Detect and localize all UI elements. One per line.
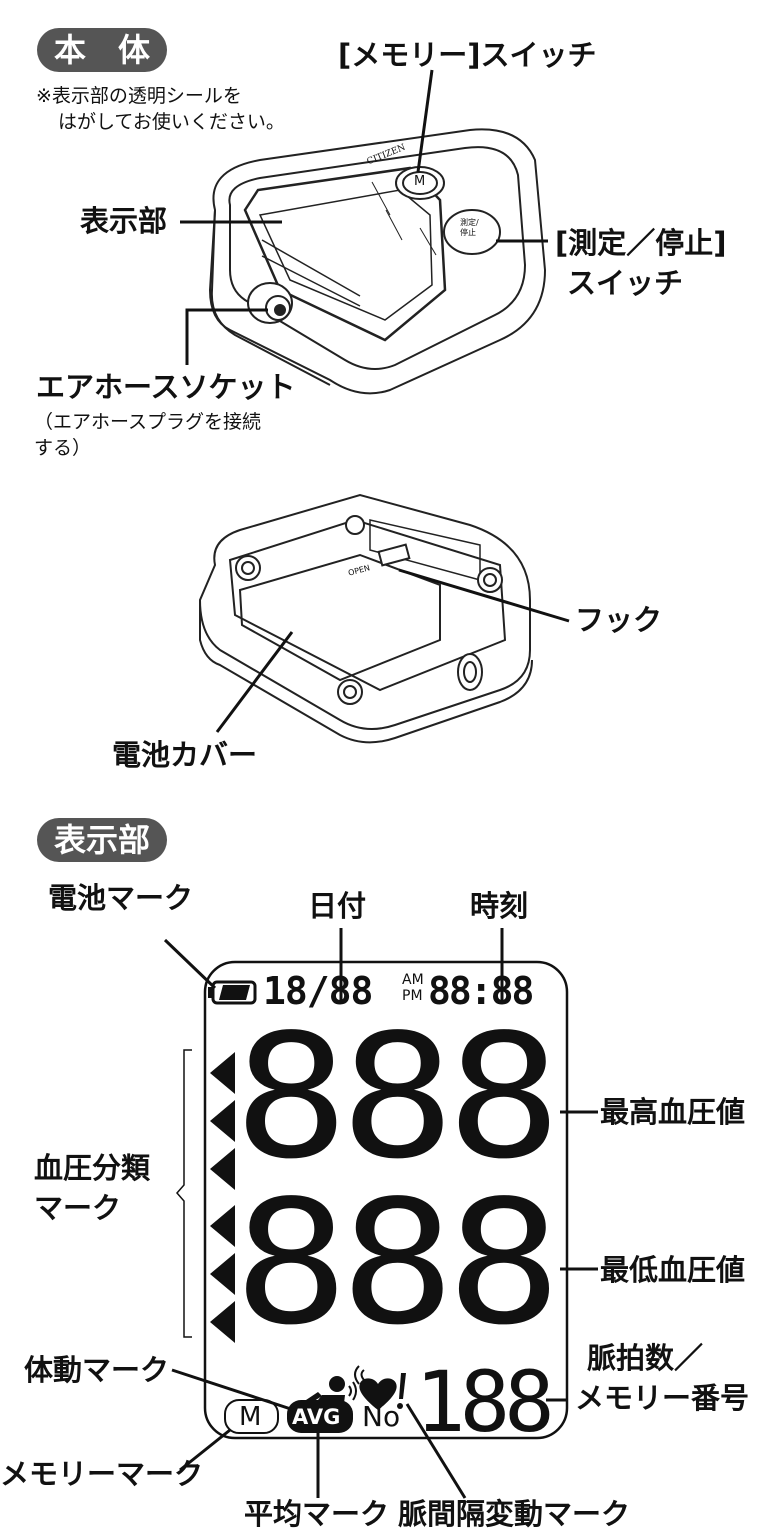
seal-note-line1: ※表示部の透明シールを [36,85,242,107]
lcd-diastolic: 888 [234,1163,561,1363]
seal-note-line2: はがしてお使いください。 [58,111,285,133]
body-section-title: 本 体 [37,28,167,72]
lcd-time: 88:88 [428,969,534,1013]
lcd-am: AM [402,972,424,988]
systolic-label: 最高血圧値 [600,1095,746,1129]
measure-switch-label-line2: スイッチ [567,266,684,300]
irregular-mark-label: 脈間隔変動マーク [398,1497,631,1531]
date-label: 日付 [308,889,367,923]
hose-note-line2: する） [34,437,92,459]
avg-badge-frame [287,1400,353,1433]
memory-badge-frame [224,1399,279,1434]
lcd-no: No [362,1400,401,1433]
battery-icon [208,980,257,1005]
device-start-key: 測定/停止 [460,218,479,237]
pulse-label-line2: メモリー番号 [575,1381,750,1415]
monitor-bottom-view [198,493,533,744]
classification-brace [176,1049,192,1338]
lcd-avg-badge: AVG [292,1405,341,1429]
lcd-date: 18/88 [263,969,373,1013]
display-part-label: 表示部 [80,204,168,238]
hose-note-line1: （エアホースプラグを接続 [34,411,262,433]
pulse-label-line1: 脈拍数／ [587,1341,704,1375]
air-hose-socket-label: エアホースソケット [36,370,296,404]
lcd-systolic: 888 [234,997,561,1197]
device-memory-key: M [414,174,426,189]
lcd-pulse: 188 [415,1353,555,1451]
battery-mark-label: 電池マーク [48,881,194,915]
diastolic-label: 最低血圧値 [600,1253,746,1287]
time-label: 時刻 [470,889,529,923]
battery-cover-label: 電池カバー [112,738,258,772]
classification-label-line1: 血圧分類 [34,1151,151,1185]
callout-lines [180,69,570,733]
classification-marks [210,1052,235,1343]
lcd-callout-lines [163,928,598,1499]
lcd-m-badge: M [239,1402,262,1432]
lcd-pm: PM [402,988,423,1004]
memory-switch-label: [メモリー]スイッチ [338,38,597,72]
lcd-outline [203,960,569,1440]
memory-mark-label: メモリーマーク [0,1457,204,1491]
hook-label: フック [575,603,663,637]
irregular-heart-icon [354,1365,406,1410]
motion-mark-label: 体動マーク [24,1353,170,1387]
display-section-title: 表示部 [37,818,167,862]
average-mark-label: 平均マーク [244,1497,390,1531]
monitor-top-view [208,128,547,395]
classification-label-line2: マーク [34,1191,122,1225]
measure-switch-label-line1: [測定／停止] [555,226,727,260]
